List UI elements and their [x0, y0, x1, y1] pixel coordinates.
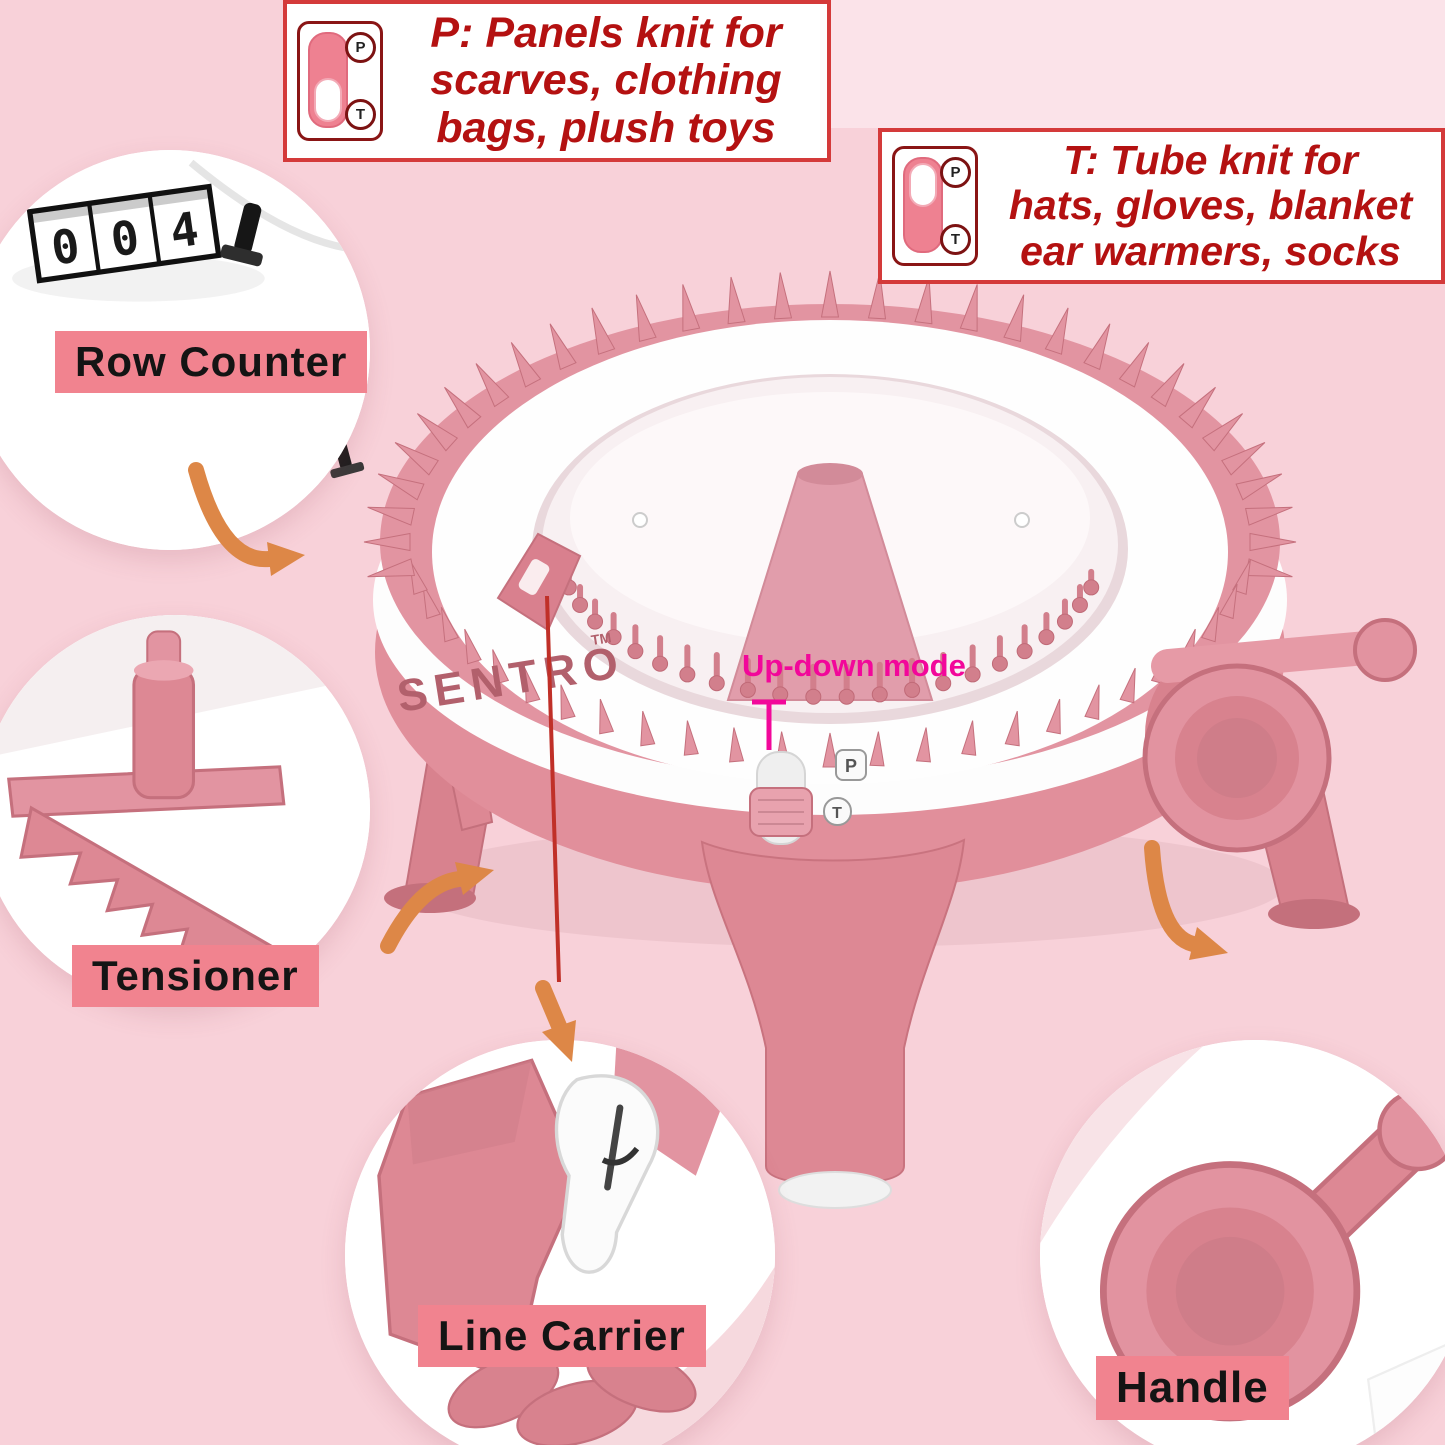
- p-letter-badge: P: [940, 157, 971, 188]
- needle-crown: [363, 270, 1297, 768]
- counter-knob: [220, 202, 263, 267]
- up-down-mode-annotation: Up-down mode: [742, 648, 966, 683]
- handle-label: Handle: [1096, 1356, 1289, 1420]
- switch-pill-p: [308, 32, 348, 128]
- yarn-carrier-part: [496, 532, 582, 632]
- p-letter-badge: P: [345, 32, 376, 63]
- line-carrier-inset: [345, 1040, 775, 1445]
- tube-line-3: ear warmers, socks: [1020, 227, 1401, 274]
- tube-line-2: hats, gloves, blanket: [1008, 182, 1413, 229]
- deck-peg-right: [1014, 512, 1030, 528]
- row-counter-label: Row Counter: [55, 331, 368, 393]
- brand-trademark: TM: [590, 629, 612, 648]
- tube-mode-callout: P T T: Tube knit for hats, gloves, blank…: [878, 128, 1445, 284]
- tensioner-pin: [132, 666, 196, 800]
- mode-switch: P T: [749, 749, 867, 845]
- panel-line-1: P: Panels knit for: [430, 9, 782, 58]
- p-mode-letter: P: [845, 756, 857, 776]
- front-foot: [778, 1171, 892, 1209]
- crank-ball: [1353, 618, 1417, 682]
- switch-pill-slot: [909, 163, 937, 207]
- panel-mode-callout: P T P: Panels knit for scarves, clothing…: [283, 0, 831, 162]
- crank-handle: [1142, 618, 1417, 853]
- inner-needle-hooks: [560, 568, 1100, 705]
- tube-line-1: T: Tube knit for: [1063, 137, 1358, 184]
- tube-mode-switch-icon: P T: [892, 146, 978, 266]
- line-carrier-label: Line Carrier: [418, 1305, 706, 1367]
- front-leg: [700, 838, 966, 1209]
- t-letter-badge: T: [345, 99, 376, 130]
- panel-mode-switch-icon: P T: [297, 21, 383, 141]
- center-pillar: [726, 463, 934, 701]
- counter-wheels: 0 0 4: [26, 183, 222, 284]
- tensioner-inset: [0, 615, 370, 1005]
- switch-pill-slot: [314, 78, 342, 122]
- t-mode-letter: T: [832, 805, 842, 822]
- deck-peg-left: [632, 512, 648, 528]
- t-mode-icon: [823, 797, 852, 826]
- up-down-mode-pointer: [752, 699, 786, 750]
- p-mode-icon: [835, 749, 867, 781]
- tensioner-label: Tensioner: [72, 945, 319, 1007]
- t-letter-badge: T: [940, 224, 971, 255]
- panel-mode-description: P: Panels knit for scarves, clothing bag…: [395, 9, 817, 152]
- panel-line-3: bags, plush toys: [436, 103, 776, 152]
- panel-line-2: scarves, clothing: [430, 56, 782, 105]
- switch-pill-t: [903, 157, 943, 253]
- tube-mode-description: T: Tube knit for hats, gloves, blanket e…: [990, 138, 1431, 273]
- line-carrier-closeup: [345, 1040, 775, 1445]
- background-light-strip: [829, 0, 1445, 128]
